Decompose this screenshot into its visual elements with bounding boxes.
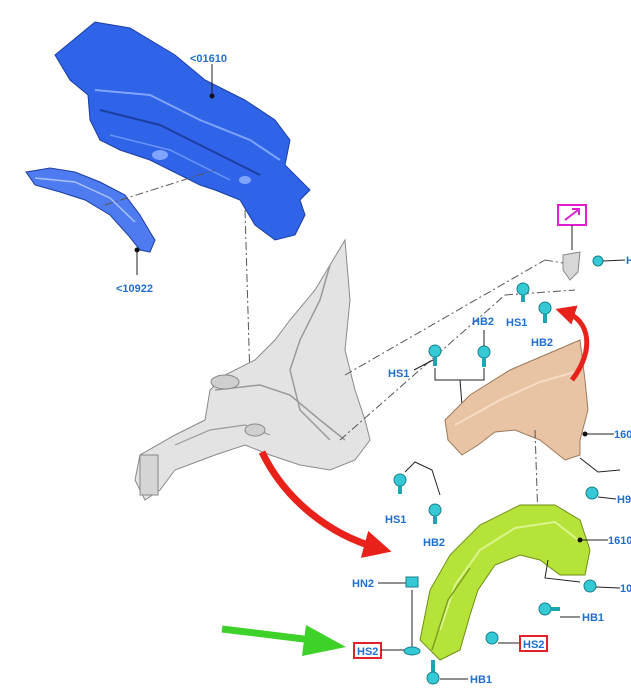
- hb2-lower-clip: [428, 503, 442, 524]
- arrow-up-right-icon: [564, 208, 580, 221]
- hs1-fender-top-clip: [428, 344, 442, 366]
- fender-liner-part: [419, 504, 591, 661]
- hb2-top-right-clip: [538, 301, 552, 323]
- hs2-right-label: HS2: [523, 639, 544, 651]
- hb2-fender-top-label: HB2: [472, 316, 494, 328]
- hs1-lower-clip: [393, 473, 407, 494]
- fender-ref-label: 160: [614, 429, 631, 441]
- hb1-bottom-clip: [426, 660, 440, 685]
- hb2-fender-top-clip: [477, 345, 491, 367]
- dash-panel-part: [54, 21, 311, 241]
- hn2-label: HN2: [352, 578, 374, 590]
- dash-panel-label: <01610: [190, 53, 227, 65]
- top-right-clip: [592, 255, 604, 267]
- hs1-top-right-clip: [516, 282, 530, 302]
- hb2-top-right-label: HB2: [531, 337, 553, 349]
- hn2-clip: [405, 576, 419, 588]
- top-right-ref-label: H: [626, 255, 631, 267]
- hs2-left-clip: [403, 646, 421, 656]
- support-rail-part: [25, 167, 156, 253]
- hs2-left-label: HS2: [357, 646, 378, 658]
- hs2-right-clip: [485, 631, 499, 645]
- support-rail-label: <10922: [116, 283, 153, 295]
- hb1-bottom-label: HB1: [470, 674, 492, 686]
- hs1-top-right-label: HS1: [506, 317, 527, 329]
- fender-liner-ref-label: 1610: [608, 535, 631, 547]
- liner-right-ref-label: 10: [620, 583, 631, 595]
- right-mid-clip: [585, 486, 599, 500]
- green-pointer-arrow: [221, 625, 346, 656]
- hs1-fender-top-label: HS1: [388, 368, 409, 380]
- hb2-lower-label: HB2: [423, 537, 445, 549]
- hb1-right-label: HB1: [582, 612, 604, 624]
- hs2-right-highlight: [519, 635, 548, 652]
- hb1-right-clip: [538, 602, 560, 616]
- right-mid-ref-label: H9: [617, 494, 631, 506]
- hs1-lower-label: HS1: [385, 514, 406, 526]
- fender-part: [444, 339, 589, 461]
- top-right-icon-box[interactable]: [557, 204, 587, 226]
- body-structure-part: [134, 238, 371, 501]
- liner-right-clip: [583, 579, 597, 593]
